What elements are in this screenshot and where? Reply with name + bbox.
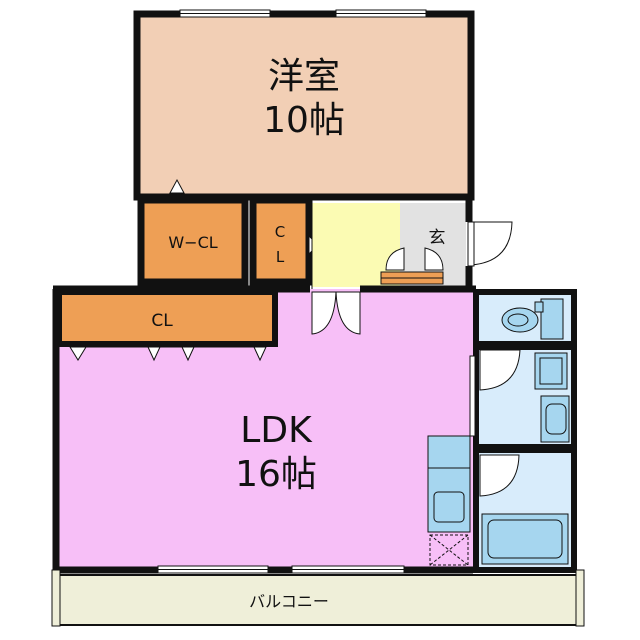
western-room-size: 10帖 bbox=[263, 100, 345, 141]
balcony-label: バルコニー bbox=[249, 592, 329, 611]
closet-small bbox=[249, 196, 313, 286]
western-room-windows bbox=[179, 9, 427, 18]
toilet-icon bbox=[501, 298, 564, 340]
shoe-cabinet-doors bbox=[385, 247, 444, 271]
ldk bbox=[56, 289, 473, 570]
entrance-label: 玄 bbox=[429, 228, 446, 248]
western-room bbox=[133, 10, 475, 201]
closet-ldk bbox=[56, 289, 278, 347]
ldk-size: 16帖 bbox=[235, 454, 317, 495]
balcony bbox=[57, 574, 579, 626]
walk-in-closet-label: W−CL bbox=[168, 233, 217, 252]
closet-ldk-doors bbox=[69, 346, 267, 362]
ldk-windows bbox=[157, 565, 405, 574]
walk-in-closet bbox=[137, 196, 249, 286]
western-room-label: 洋室 bbox=[268, 56, 340, 97]
closet-small-label-2: L bbox=[276, 248, 285, 266]
closet-ldk-label: CL bbox=[151, 311, 173, 331]
walk-in-closet-door bbox=[169, 178, 185, 194]
ldk-label: LDK bbox=[240, 410, 313, 451]
closet-small-label-1: C bbox=[275, 223, 285, 241]
wash-basin bbox=[540, 395, 570, 443]
washroom-sliding-door bbox=[469, 355, 476, 437]
bathroom-door bbox=[479, 454, 520, 497]
front-door bbox=[470, 221, 513, 266]
toilet-door bbox=[479, 349, 521, 391]
kitchen-sink bbox=[433, 491, 465, 523]
hall-door bbox=[311, 291, 361, 335]
fridge-space bbox=[429, 534, 469, 566]
